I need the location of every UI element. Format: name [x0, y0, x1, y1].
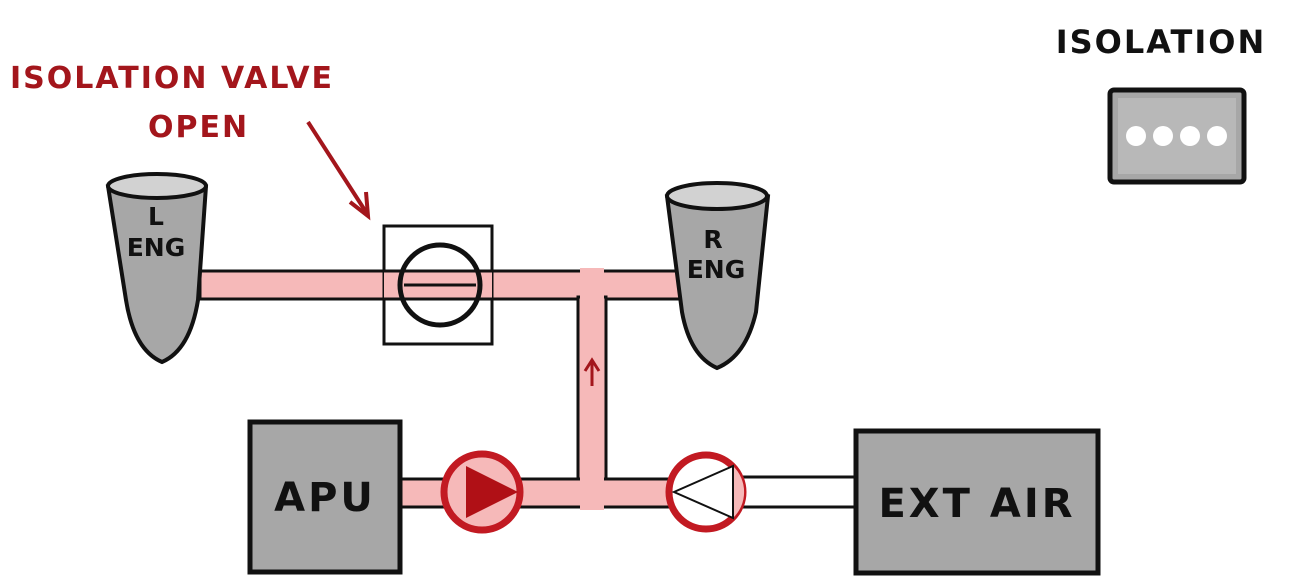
- annotation-arrow-icon: [306, 120, 371, 221]
- indicator-dot: [1153, 126, 1173, 146]
- left-arrow-icon: [671, 464, 734, 520]
- left-engine: L ENG: [105, 172, 209, 365]
- indicator-dot: [1180, 126, 1200, 146]
- flow-arrow-up: [583, 357, 601, 386]
- isolation-panel-title: ISOLATION: [1056, 23, 1267, 61]
- isolation-valve-disc-icon: [397, 242, 483, 328]
- ext-air-unit: EXT AIR: [853, 428, 1101, 576]
- isolation-panel: ISOLATION: [1056, 23, 1267, 185]
- isolation-valve: [382, 224, 494, 346]
- ext-air-label: EXT AIR: [878, 481, 1075, 527]
- isolation-valve-annotation: ISOLATION VALVE OPEN: [10, 61, 371, 221]
- ext-air-check-valve: [665, 451, 747, 533]
- apu-label: APU: [274, 475, 376, 521]
- left-engine-label-bottom: ENG: [127, 233, 186, 262]
- annotation-line-2: OPEN: [148, 110, 249, 145]
- apu-unit: APU: [247, 419, 403, 575]
- right-engine-label-top: R: [703, 225, 722, 254]
- left-engine-label-top: L: [148, 202, 164, 231]
- right-engine-label-bottom: ENG: [687, 255, 746, 284]
- right-engine: R ENG: [664, 181, 771, 371]
- right-arrow-icon: [466, 466, 518, 518]
- apu-check-valve: [440, 450, 524, 534]
- ext-air-duct: [733, 475, 862, 509]
- vertical-supply-duct: [576, 295, 608, 485]
- indicator-dot: [1126, 126, 1146, 146]
- annotation-line-1: ISOLATION VALVE: [10, 61, 334, 96]
- isolation-indicator-dots: [1126, 126, 1227, 146]
- indicator-dot: [1207, 126, 1227, 146]
